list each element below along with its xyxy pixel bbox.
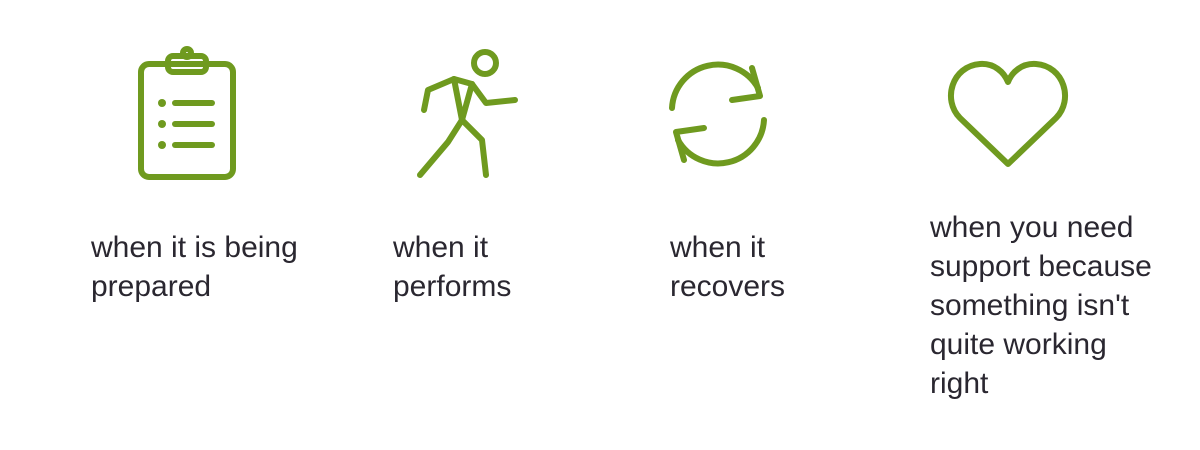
clipboard-checklist-icon <box>138 46 236 180</box>
caption-prepared: when it is being prepared <box>91 228 298 306</box>
running-person-icon <box>414 48 522 180</box>
caption-line: when it <box>393 231 489 264</box>
caption-line: when it is being <box>91 231 298 264</box>
caption-support: when you need support because something … <box>930 208 1152 403</box>
heart-icon <box>948 60 1068 168</box>
refresh-cycle-icon <box>662 60 774 168</box>
caption-line: quite working <box>930 328 1107 361</box>
caption-line: recovers <box>670 270 786 303</box>
caption-recovers: when it recovers <box>670 228 785 306</box>
caption-line: something isn't <box>930 289 1130 322</box>
caption-line: performs <box>393 270 512 303</box>
caption-line: when it <box>670 231 766 264</box>
caption-performs: when it performs <box>393 228 511 306</box>
caption-line: support because <box>930 250 1152 283</box>
caption-line: when you need <box>930 211 1134 244</box>
caption-line: right <box>930 367 989 400</box>
caption-line: prepared <box>91 270 212 303</box>
